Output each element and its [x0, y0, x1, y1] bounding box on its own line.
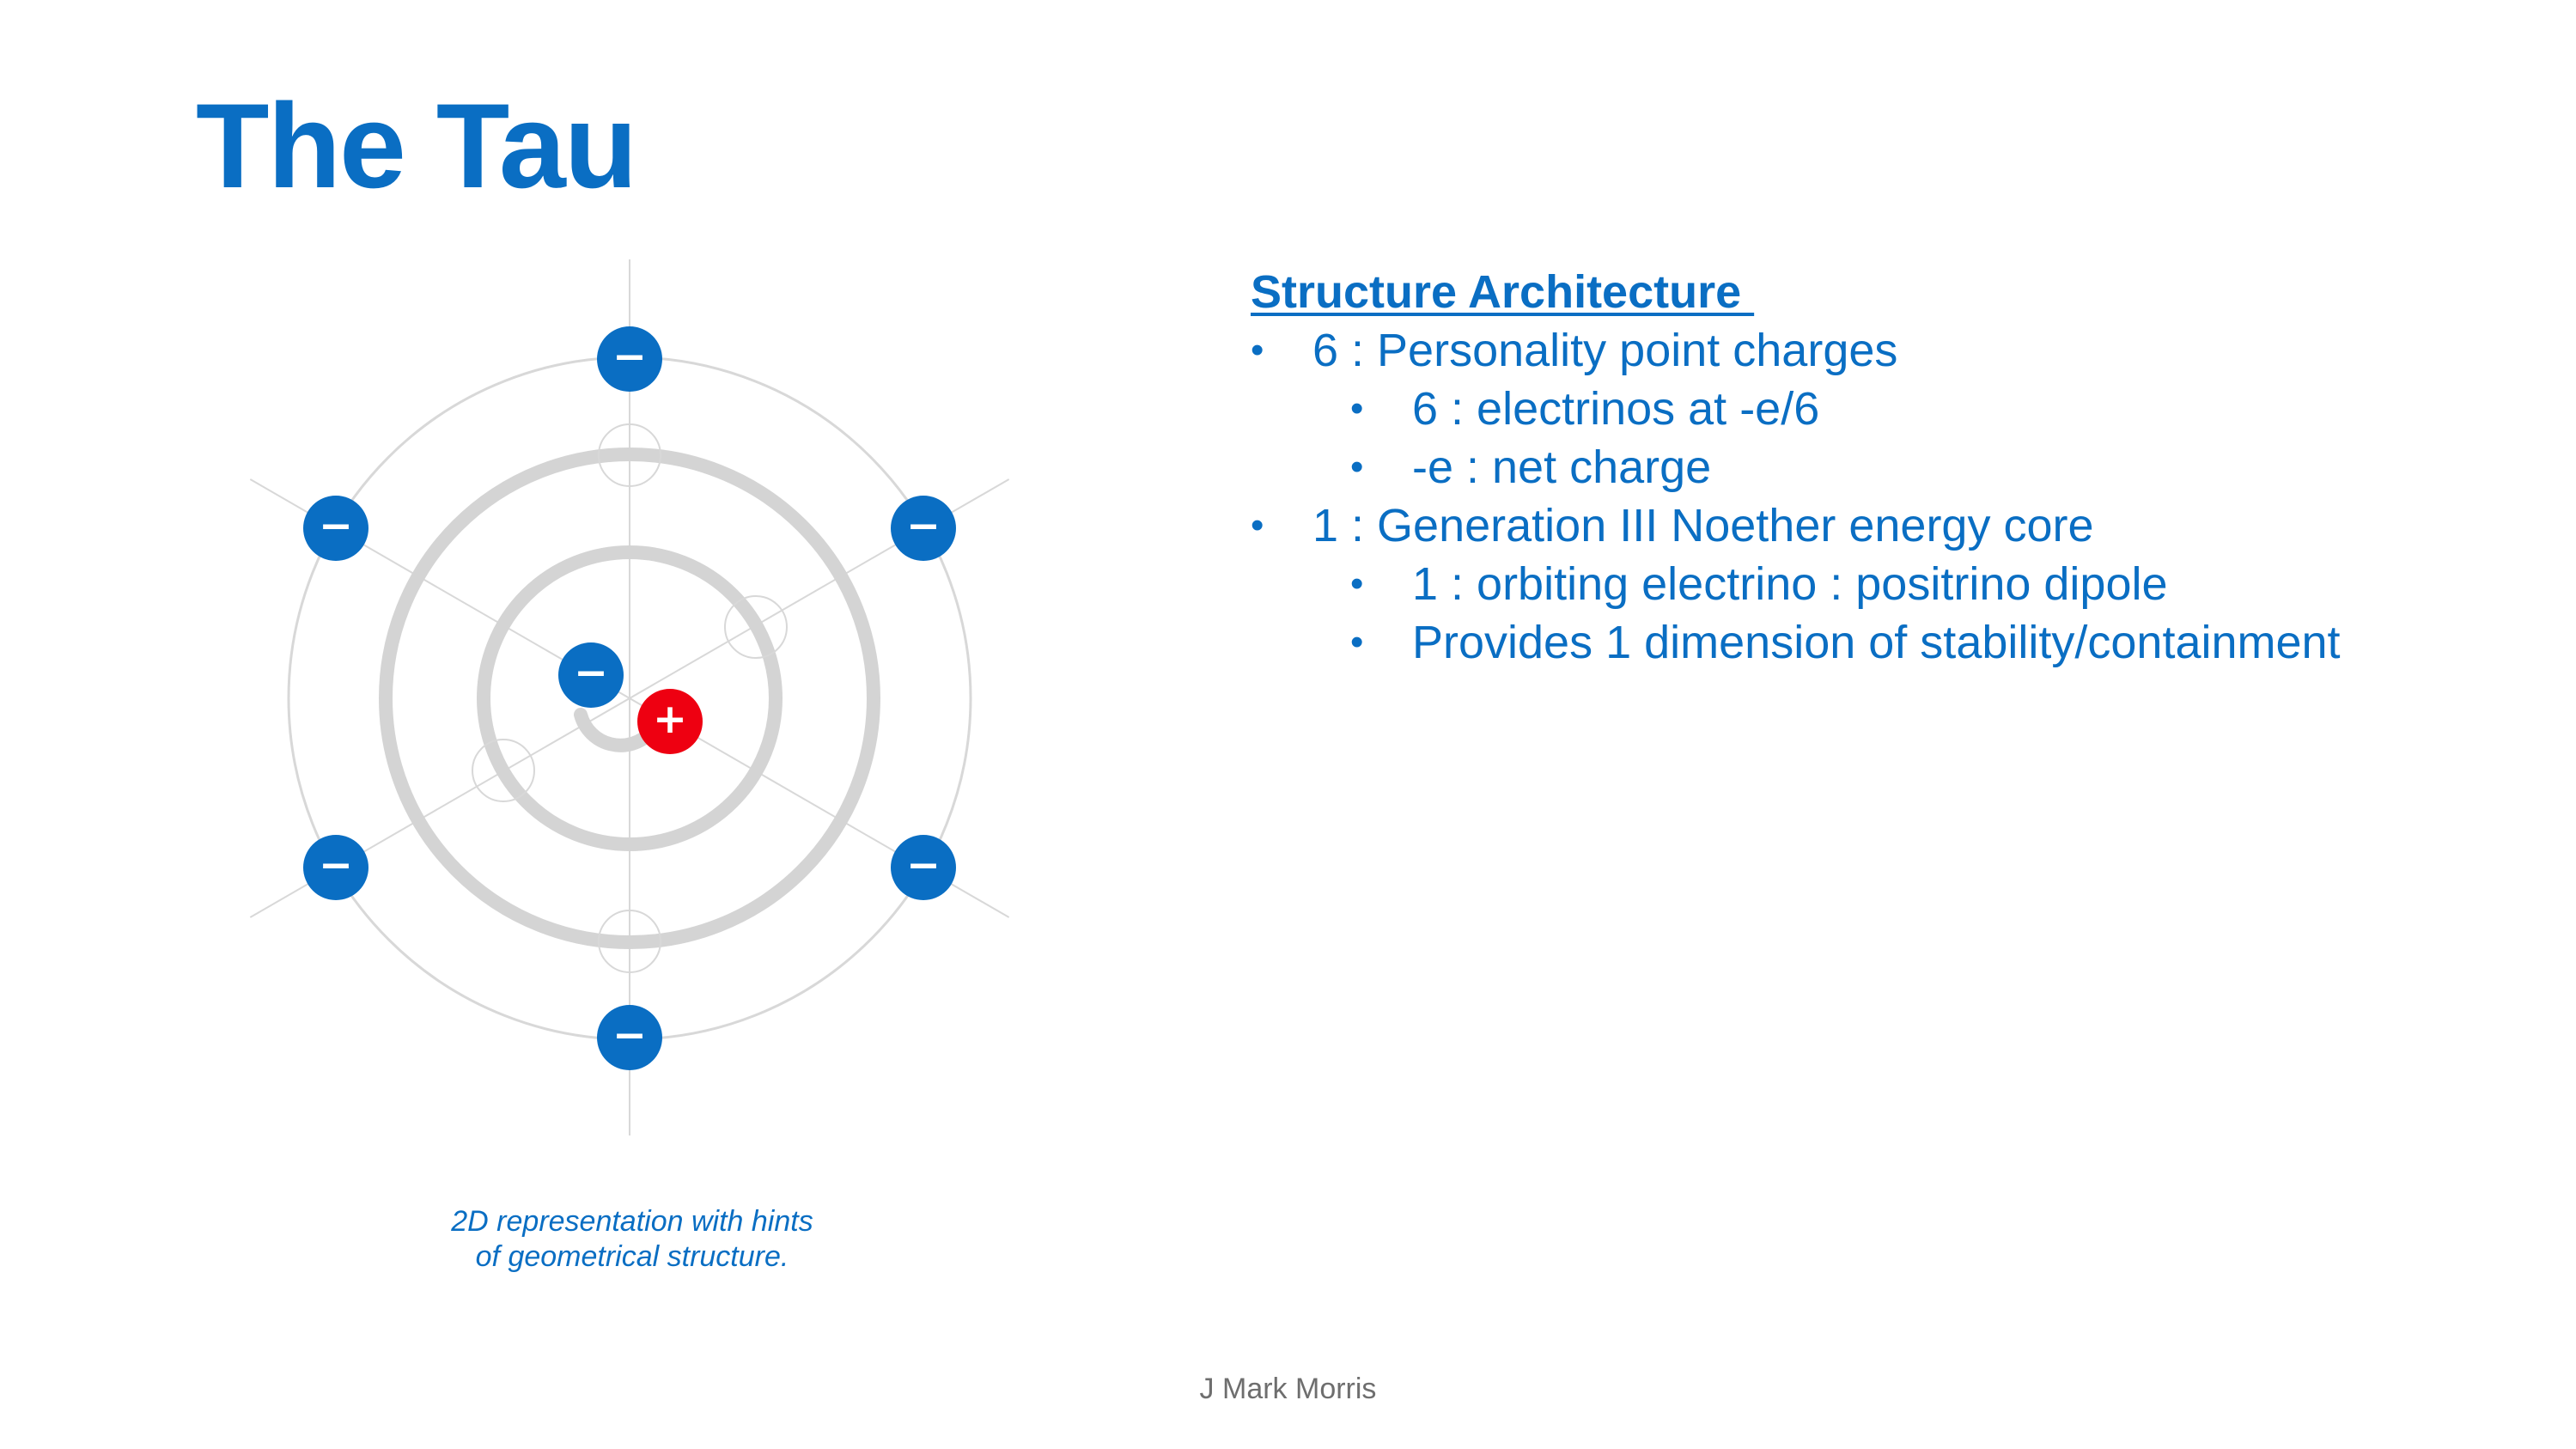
structure-item-text: 1 : orbiting electrino : positrino dipol… [1412, 558, 2168, 610]
structure-item-3: • 1 : Generation III Noether energy core [1251, 496, 2539, 555]
structure-item-text: 6 : Personality point charges [1312, 325, 1898, 376]
bullet-dot: • [1251, 329, 1264, 371]
bullet-dot: • [1350, 621, 1364, 663]
structure-item-text: Provides 1 dimension of stability/contai… [1412, 617, 2341, 668]
guide-line-diagonal-150 [249, 478, 1010, 918]
structure-item-text: 6 : electrinos at -e/6 [1412, 383, 1820, 435]
negative-charge-upper-left-disc [303, 496, 368, 561]
charge-markers: −−−−−−−+ [303, 326, 956, 1070]
core-negative-charge-sign: − [574, 649, 608, 697]
structure-item-1: • 6 : electrinos at -e/6 [1251, 380, 2539, 438]
structure-item-2: • -e : net charge [1251, 438, 2539, 496]
negative-charge-lower-right-sign: − [906, 842, 941, 889]
negative-charge-bottom-sign: − [612, 1012, 647, 1059]
structure-panel: Structure Architecture • 6 : Personality … [1251, 263, 2539, 672]
negative-charge-lower-left-disc [303, 835, 368, 900]
core-negative-charge-disc [558, 642, 624, 708]
negative-charge-upper-right-sign: − [906, 502, 941, 550]
bullet-dot: • [1251, 504, 1264, 546]
bullet-dot: • [1350, 563, 1364, 605]
geometry-hint-circle-0 [598, 423, 661, 487]
core-positive-charge: + [637, 689, 703, 754]
structure-item-text: 1 : Generation III Noether energy core [1312, 500, 2094, 551]
negative-charge-upper-right-disc [891, 496, 956, 561]
diagram-caption: 2D representation with hints of geometri… [375, 1204, 890, 1275]
geometry-hint-circle-3 [472, 739, 535, 802]
bullet-dot: • [1350, 387, 1364, 429]
negative-charge-lower-right: − [891, 835, 956, 900]
caption-line-1: 2D representation with hints [451, 1205, 813, 1238]
core-arc [574, 708, 658, 752]
slide-title: The Tau [196, 78, 637, 213]
negative-charge-top-sign: − [612, 333, 647, 381]
negative-charge-bottom-disc [597, 1005, 662, 1070]
negative-charge-upper-left: − [303, 496, 368, 561]
structure-item-5: • Provides 1 dimension of stability/conta… [1251, 613, 2539, 672]
negative-charge-upper-right: − [891, 496, 956, 561]
negative-charge-lower-right-disc [891, 835, 956, 900]
negative-charge-lower-left: − [303, 835, 368, 900]
author-credit: J Mark Morris [1199, 1373, 1377, 1405]
core-positive-charge-disc [637, 689, 703, 754]
structure-item-0: • 6 : Personality point charges [1251, 321, 2539, 380]
geometry-hint-circles [472, 423, 788, 973]
diagram-guides [249, 259, 1010, 1135]
structure-bullet-list: • 6 : Personality point charges • 6 : elect… [1251, 321, 2539, 672]
negative-charge-upper-left-sign: − [319, 502, 353, 550]
negative-charge-top-disc [597, 326, 662, 392]
diagram-rings [287, 356, 972, 1041]
inner-thick-ring [477, 545, 783, 851]
caption-line-2: of geometrical structure. [475, 1240, 789, 1273]
negative-charge-top: − [597, 326, 662, 392]
core-positive-charge-sign: + [653, 696, 687, 743]
tau-structure-diagram: −−−−−−−+ [249, 259, 1010, 1135]
structure-heading: Structure Architecture [1251, 266, 1755, 318]
structure-item-text: -e : net charge [1412, 441, 1712, 493]
negative-charge-lower-left-sign: − [319, 842, 353, 889]
geometry-hint-circle-2 [724, 595, 788, 659]
geometry-hint-circle-1 [598, 910, 661, 973]
negative-charge-bottom: − [597, 1005, 662, 1070]
structure-item-4: • 1 : orbiting electrino : positrino dipo… [1251, 555, 2539, 613]
bullet-dot: • [1350, 446, 1364, 488]
outer-thick-ring [379, 447, 880, 949]
core-negative-charge: − [558, 642, 624, 708]
